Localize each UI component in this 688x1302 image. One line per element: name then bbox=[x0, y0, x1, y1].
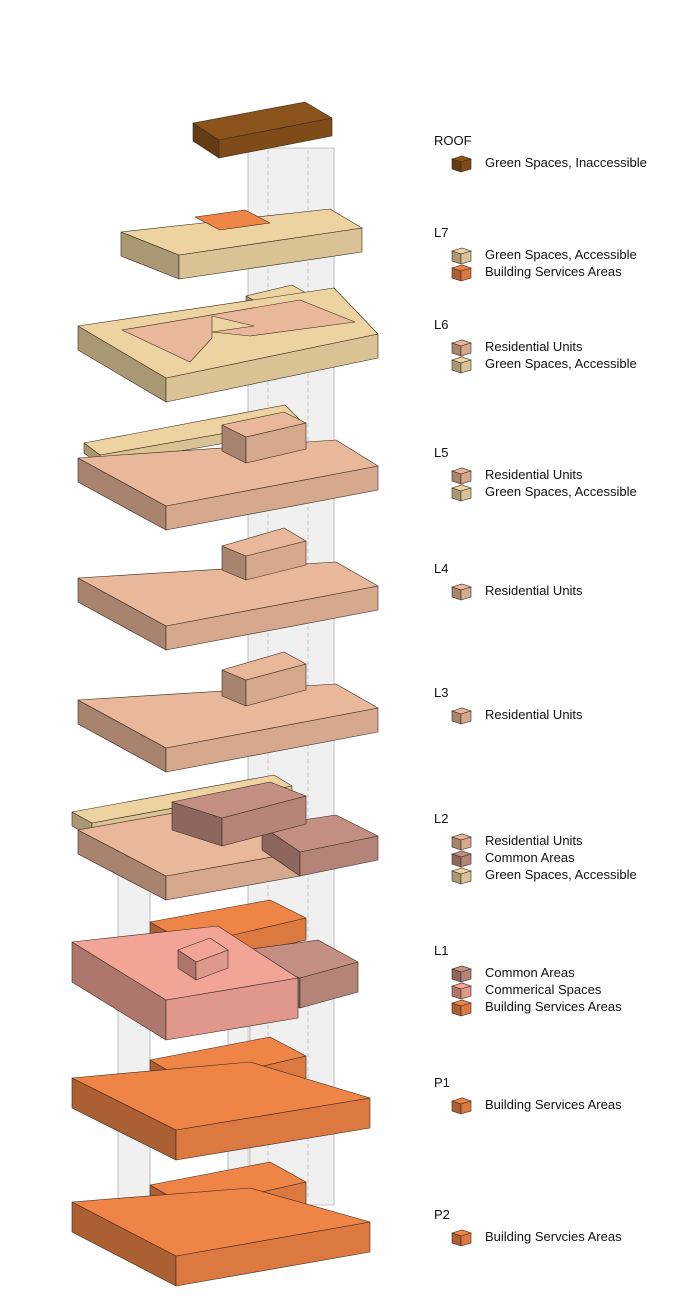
legend-item: Building Services Areas bbox=[434, 1096, 684, 1113]
legend-item-label: Residential Units bbox=[485, 706, 583, 723]
legend-item-label: Residential Units bbox=[485, 582, 583, 599]
legend-item: Residential Units bbox=[434, 338, 684, 355]
legend-item: Building Services Areas bbox=[434, 998, 684, 1015]
legend-roof: ROOF Green Spaces, Inaccessible bbox=[434, 132, 684, 171]
legend-item-label: Residential Units bbox=[485, 832, 583, 849]
legend-level-label: L1 bbox=[434, 942, 684, 960]
legend-l1: L1 Common Areas Commerical Spaces Buildi… bbox=[434, 942, 684, 1015]
legend-level-label: L5 bbox=[434, 444, 684, 462]
legend-item-label: Common Areas bbox=[485, 964, 575, 981]
legend-item-label: Residential Units bbox=[485, 466, 583, 483]
legend-swatch-icon bbox=[450, 582, 474, 602]
legend-level-label: ROOF bbox=[434, 132, 684, 150]
legend-l2: L2 Residential Units Common Areas Green … bbox=[434, 810, 684, 883]
legend-item-label: Green Spaces, Accessible bbox=[485, 866, 637, 883]
legend-l4: L4 Residential Units bbox=[434, 560, 684, 599]
legend-level-label: P1 bbox=[434, 1074, 684, 1092]
legend-item-label: Common Areas bbox=[485, 849, 575, 866]
legend-item-label: Green Spaces, Accessible bbox=[485, 246, 637, 263]
legend-item: Green Spaces, Accessible bbox=[434, 866, 684, 883]
legend-swatch-icon bbox=[450, 263, 474, 283]
legend-swatch-icon bbox=[450, 154, 474, 174]
legend-item: Building Services Areas bbox=[434, 263, 684, 280]
legend-p1: P1 Building Services Areas bbox=[434, 1074, 684, 1113]
legend-item-label: Building Services Areas bbox=[485, 263, 622, 280]
legend-swatch-icon bbox=[450, 998, 474, 1018]
legend-l3: L3 Residential Units bbox=[434, 684, 684, 723]
legend-item: Green Spaces, Inaccessible bbox=[434, 154, 684, 171]
legend-swatch-icon bbox=[450, 355, 474, 375]
legend-swatch-icon bbox=[450, 1096, 474, 1116]
legend-item: Residential Units bbox=[434, 832, 684, 849]
legend-item-label: Green Spaces, Accessible bbox=[485, 355, 637, 372]
legend-item-label: Green Spaces, Accessible bbox=[485, 483, 637, 500]
legend-item-label: Green Spaces, Inaccessible bbox=[485, 154, 647, 171]
legend-item: Green Spaces, Accessible bbox=[434, 246, 684, 263]
legend-swatch-icon bbox=[450, 866, 474, 886]
legend-item-label: Building Services Areas bbox=[485, 1096, 622, 1113]
legend-item-label: Building Services Areas bbox=[485, 998, 622, 1015]
legend-item: Common Areas bbox=[434, 849, 684, 866]
legend-swatch-icon bbox=[450, 483, 474, 503]
legend-swatch-icon bbox=[450, 706, 474, 726]
legend-item: Green Spaces, Accessible bbox=[434, 483, 684, 500]
legend-p2: P2 Building Servcies Areas bbox=[434, 1206, 684, 1245]
legend-item-label: Building Servcies Areas bbox=[485, 1228, 622, 1245]
legend-level-label: P2 bbox=[434, 1206, 684, 1224]
legend-l6: L6 Residential Units Green Spaces, Acces… bbox=[434, 316, 684, 372]
legend-item: Common Areas bbox=[434, 964, 684, 981]
legend-level-label: L2 bbox=[434, 810, 684, 828]
legend-item: Residential Units bbox=[434, 582, 684, 599]
legend-level-label: L7 bbox=[434, 224, 684, 242]
core-shaft-1 bbox=[118, 860, 150, 1200]
legend-l5: L5 Residential Units Green Spaces, Acces… bbox=[434, 444, 684, 500]
legend-item: Residential Units bbox=[434, 706, 684, 723]
legend-item: Building Servcies Areas bbox=[434, 1228, 684, 1245]
legend-level-label: L6 bbox=[434, 316, 684, 334]
legend-item: Green Spaces, Accessible bbox=[434, 355, 684, 372]
legend-level-label: L3 bbox=[434, 684, 684, 702]
legend-item-label: Commerical Spaces bbox=[485, 981, 601, 998]
legend-swatch-icon bbox=[450, 1228, 474, 1248]
legend-item: Commerical Spaces bbox=[434, 981, 684, 998]
legend-item-label: Residential Units bbox=[485, 338, 583, 355]
legend-l7: L7 Green Spaces, Accessible Building Ser… bbox=[434, 224, 684, 280]
legend-item: Residential Units bbox=[434, 466, 684, 483]
legend-level-label: L4 bbox=[434, 560, 684, 578]
